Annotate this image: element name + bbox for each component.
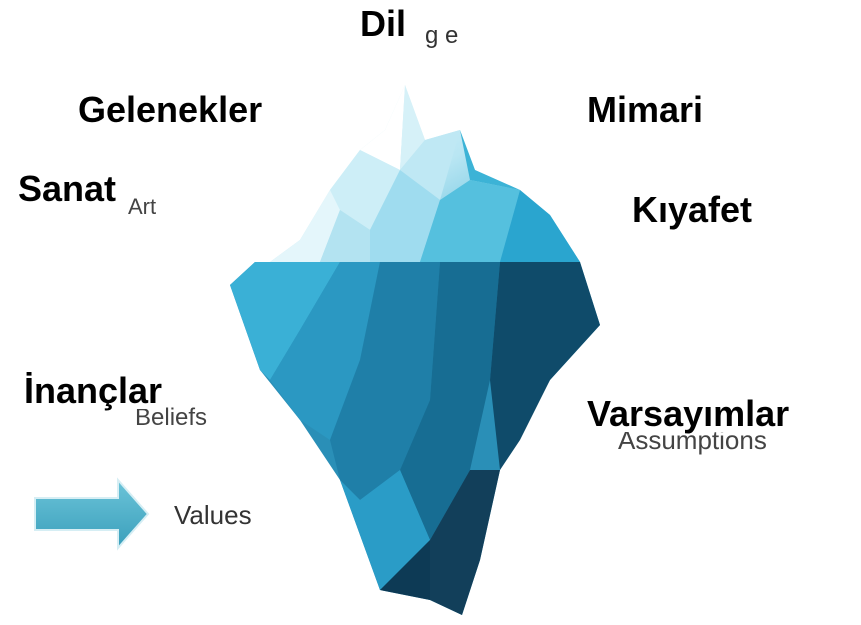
ghost-language-fragment: g e — [425, 22, 459, 49]
label-dil: Dil — [358, 3, 409, 44]
values-arrow — [34, 477, 150, 551]
ghost-art-fragment: Art — [128, 194, 157, 219]
ghost-beliefs-fragment: Beliefs — [135, 404, 208, 431]
label-kiyafet: Kıyafet — [630, 189, 755, 230]
iceberg-tip — [270, 85, 580, 262]
iceberg-underwater — [230, 262, 600, 615]
label-inanclar: İnançlar — [22, 370, 165, 411]
label-sanat: Sanat — [16, 168, 119, 209]
label-mimari: Mimari — [585, 89, 706, 130]
values-label: Values — [174, 500, 252, 530]
label-gelenekler: Gelenekler — [76, 89, 265, 130]
label-varsayimlar: Varsayımlar — [585, 393, 792, 434]
